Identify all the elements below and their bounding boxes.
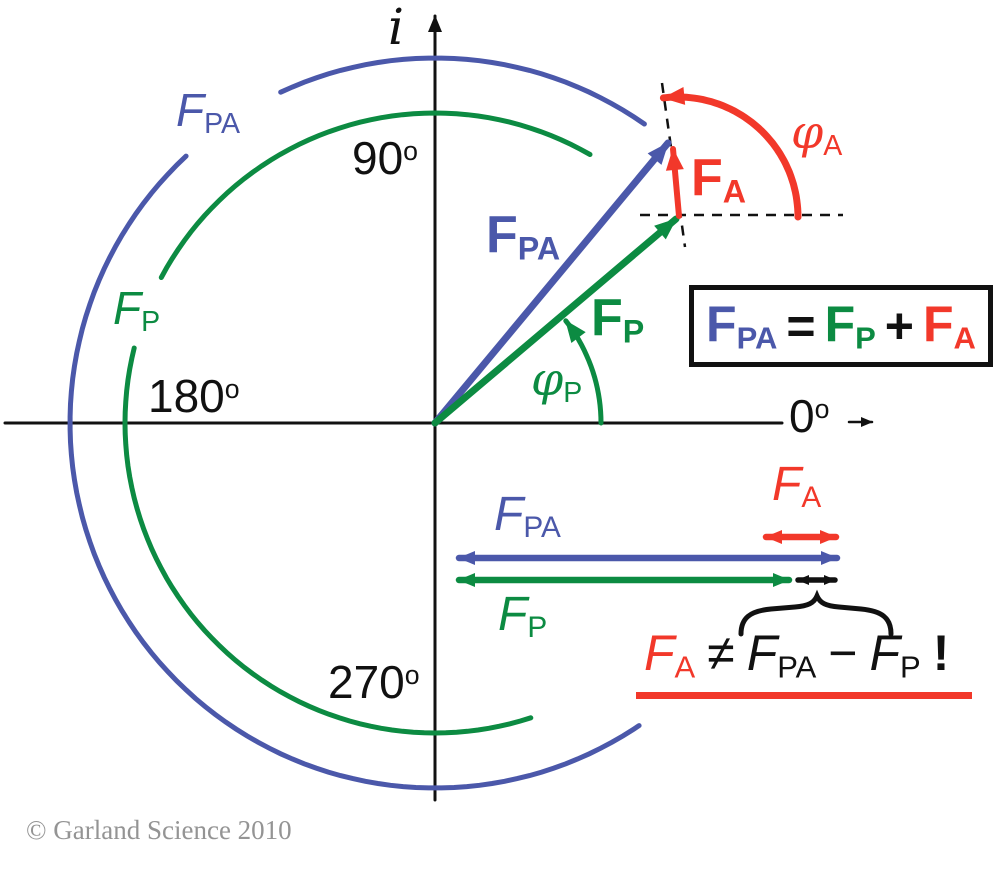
phi-a-arc: [659, 86, 802, 221]
inequality-fa-sub: A: [674, 649, 696, 685]
angle-label-90: 90o: [352, 135, 418, 181]
fpa-circle-arc-top: [278, 55, 647, 127]
copyright-value: © Garland Science 2010: [26, 815, 292, 845]
fpa-circle-label: FPA: [176, 87, 240, 138]
fp-circle-arc-top: [158, 110, 593, 280]
phi-a-label-sub: A: [823, 129, 843, 162]
equation-fa-sub: A: [953, 320, 976, 356]
fp-vector: [431, 215, 680, 427]
fpa-amplitude-label: FPA: [494, 491, 561, 543]
fa-vector-label-main: F: [691, 149, 723, 207]
fp-circle-arc-main: [122, 345, 534, 736]
phi-a-label: φA: [791, 109, 842, 160]
fa-vector-label: FA: [691, 152, 746, 208]
inequality-fa: FA: [644, 625, 696, 685]
inequality-fpa-sub: PA: [777, 649, 817, 685]
fp-vector-label-main: F: [591, 289, 623, 347]
degree-symbol: o: [814, 394, 830, 425]
fp-circle-label: FP: [113, 285, 160, 336]
fp-circle-label-main: F: [113, 282, 142, 334]
inequality-fp-sub: P: [900, 649, 921, 685]
fpa-vector-label: FPA: [486, 209, 560, 265]
fpa-circle-label-sub: PA: [204, 107, 241, 140]
fp-circle-label-sub: P: [141, 305, 161, 338]
inequality-fpa-main: F: [746, 625, 778, 681]
inequality-fpa: FPA: [746, 625, 817, 685]
fa-amplitude-label: FA: [772, 461, 821, 513]
inequality-fp: FP: [869, 625, 921, 685]
equation-fpa: FPA: [706, 295, 777, 356]
equation-fp: FP: [825, 295, 876, 356]
phi-p-label-main: φ: [531, 352, 564, 406]
fa-vector: [665, 146, 684, 219]
equation-fp-main: F: [824, 296, 856, 353]
phi-p-label: φP: [531, 356, 582, 407]
angle-label-0: 0o: [789, 393, 829, 439]
equation-plus: +: [884, 298, 914, 354]
angle-180-value: 180: [148, 370, 225, 422]
inequality-fp-main: F: [869, 625, 901, 681]
vector-equation-box: FPA = FP + FA: [689, 285, 993, 367]
equation-fpa-sub: PA: [736, 320, 778, 356]
fa-vector-label-sub: A: [722, 173, 747, 210]
inequality-minus-sign: −: [828, 625, 858, 681]
degree-symbol: o: [404, 660, 420, 691]
fa-amplitude-label-main: F: [772, 458, 802, 511]
equation-equals: =: [786, 298, 816, 354]
phi-p-label-sub: P: [563, 376, 583, 409]
fp-vector-label: FP: [591, 292, 644, 348]
degree-symbol: o: [403, 136, 419, 167]
angle-0-value: 0: [789, 390, 815, 442]
fp-amplitude-label-main: F: [498, 588, 528, 641]
fpa-vector-label-sub: PA: [517, 230, 561, 267]
equation-fpa-main: F: [706, 296, 737, 353]
amplitude-inequality: FA≠FPA−FP!: [644, 628, 949, 682]
fp-amplitude-label-sub: P: [527, 611, 548, 645]
fpa-amplitude-label-sub: PA: [523, 511, 561, 545]
equation-fa: FA: [923, 295, 976, 356]
inequality-exclamation: !: [932, 625, 950, 681]
equation-fa-main: F: [923, 296, 954, 353]
fp-amplitude-label: FP: [498, 591, 547, 643]
fpa-vector: [431, 139, 672, 427]
equation-fp-sub: P: [855, 320, 876, 356]
angle-270-value: 270: [328, 656, 405, 708]
imaginary-axis-label: i: [388, 2, 404, 52]
phi-a-label-main: φ: [791, 105, 824, 159]
inequality-fa-main: F: [644, 625, 675, 681]
angle-label-270: 270o: [328, 659, 420, 705]
inequality-neq-sign: ≠: [707, 625, 735, 681]
degree-symbol: o: [224, 374, 240, 405]
inequality-underline: [636, 692, 972, 699]
phi-p-arc: [563, 318, 604, 426]
fpa-circle-arc-main: [67, 153, 642, 791]
fp-vector-label-sub: P: [622, 313, 645, 350]
fa-amplitude-label-sub: A: [801, 481, 822, 515]
fpa-vector-label-main: F: [486, 206, 518, 264]
angle-label-180: 180o: [148, 373, 240, 419]
imaginary-axis-label-text: i: [388, 0, 404, 56]
fpa-amplitude-label-main: F: [494, 488, 524, 541]
fpa-circle-label-main: F: [176, 84, 205, 136]
fa-extension-dashed-line: [660, 82, 687, 248]
difference-brace: [738, 589, 894, 637]
copyright-text: © Garland Science 2010: [26, 817, 292, 844]
angle-90-value: 90: [352, 132, 404, 184]
